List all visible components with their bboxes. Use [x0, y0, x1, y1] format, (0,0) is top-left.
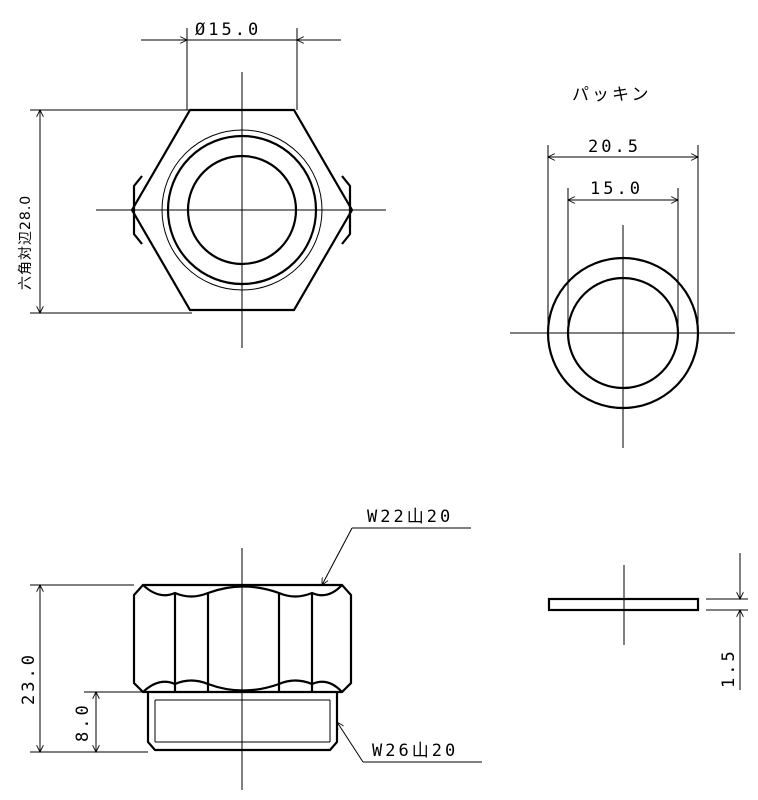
packing-thickness-label: 1.5 — [719, 648, 739, 688]
thread-outer-circle — [161, 129, 323, 291]
upper-thread-label: W22山20 — [367, 507, 453, 527]
hex-outline — [130, 108, 354, 312]
packing-side-view: 1.5 — [547, 553, 748, 690]
hex-right-chamfer — [341, 175, 352, 245]
spigot-outline — [146, 692, 339, 752]
upper-thread-leader — [321, 527, 353, 585]
bore-inner-circle — [186, 154, 298, 266]
bottom-chamfer-arcs — [142, 679, 343, 693]
lower-thread-leader — [337, 722, 364, 763]
bore-outer-circle — [166, 134, 318, 286]
top-diameter-label: Ø15.0 — [195, 20, 261, 40]
packing-title: パッキン — [572, 85, 652, 105]
hex-left-chamfer — [132, 175, 143, 245]
packing-front-view: パッキン 20.5 15.0 — [510, 85, 735, 448]
lower-thread-label: W26山20 — [372, 741, 458, 761]
packing-inner-diameter-label: 15.0 — [590, 179, 643, 199]
nut-front-view: Ø15.0 六角対辺28.0 — [18, 20, 386, 348]
lower-height-label: 8.0 — [73, 702, 93, 742]
nut-side-view: W22山20 W26山20 23.0 8.0 — [19, 507, 482, 790]
hex-across-flats-label: 六角対辺28.0 — [18, 195, 34, 290]
top-chamfer-arcs — [142, 584, 343, 598]
packing-outer-diameter-label: 20.5 — [588, 137, 641, 157]
packing-side-rect — [547, 597, 700, 612]
overall-height-label: 23.0 — [19, 652, 39, 705]
